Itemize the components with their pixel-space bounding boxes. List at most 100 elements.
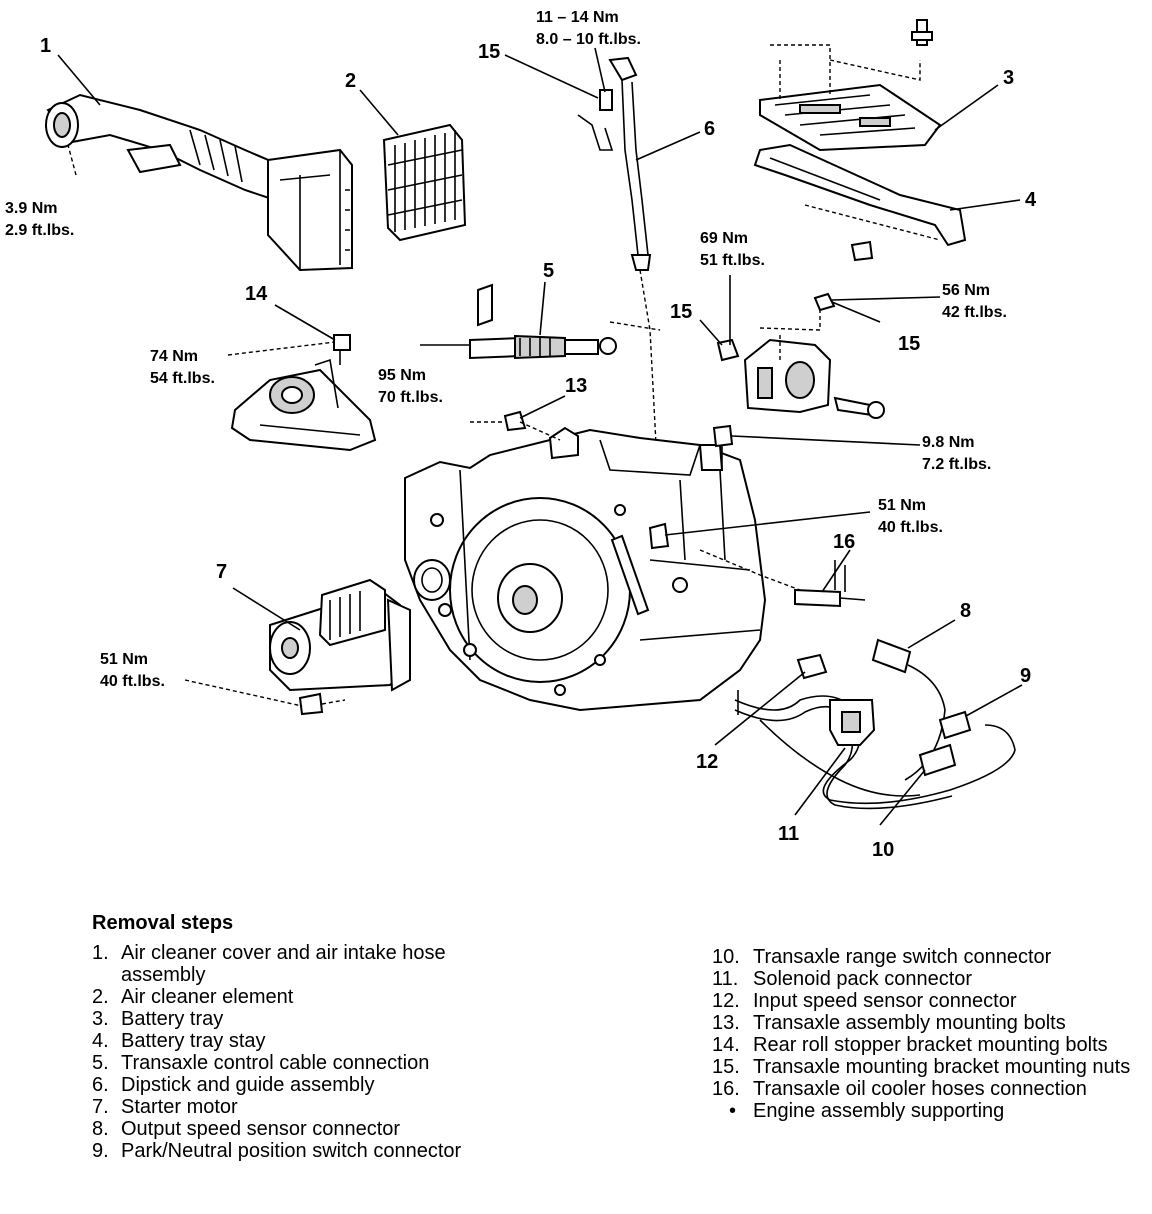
callout-12: 12: [696, 751, 718, 773]
step-number: 14.: [712, 1034, 740, 1056]
torque-9-ftlbs: 40 ft.lbs.: [100, 673, 165, 690]
callout-15a: 15: [478, 41, 500, 63]
step-row: 6. Dipstick and guide assembly: [92, 1074, 522, 1096]
torque-7-ftlbs: 7.2 ft.lbs.: [922, 456, 991, 473]
step-text: Battery tray: [121, 1008, 224, 1030]
callout-4: 4: [1025, 189, 1037, 211]
leader-lines: [57, 47, 1023, 826]
step-text: Transaxle mounting bracket mounting nuts: [753, 1056, 1131, 1078]
step-number: 1.: [92, 942, 109, 964]
step-row: 12. Input speed sensor connector: [712, 990, 1142, 1012]
part-air-cleaner-element: [382, 123, 467, 242]
callout-15b: 15: [670, 301, 692, 323]
step-row: 9. Park/Neutral position switch connector: [92, 1140, 522, 1162]
step-row: 13. Transaxle assembly mounting bolts: [712, 1012, 1142, 1034]
step-number: 2.: [92, 986, 109, 1008]
part-dipstick-guide: [577, 56, 661, 521]
callout-13: 13: [565, 375, 587, 397]
step-number: 11.: [712, 968, 739, 990]
step-row: 8. Output speed sensor connector: [92, 1118, 522, 1140]
step-number: 12.: [712, 990, 740, 1012]
step-row: 16.Transaxle oil cooler hoses connection: [712, 1078, 1142, 1100]
callout-5: 5: [543, 260, 554, 282]
part-mounting-bracket: [716, 292, 885, 419]
part-oil-cooler-hoses: [699, 549, 866, 608]
torque-3-nm: 69 Nm: [700, 230, 748, 247]
torque-4-nm: 56 Nm: [942, 282, 990, 299]
callout-11: 11: [778, 823, 799, 845]
torque-1-nm: 3.9 Nm: [5, 200, 57, 217]
callout-14: 14: [245, 283, 268, 305]
step-text: Air cleaner element: [121, 986, 294, 1008]
step-text: Solenoid pack connector: [753, 968, 973, 990]
part-air-intake-hose: [45, 93, 353, 272]
torque-2-nm: 11 – 14 Nm: [536, 9, 619, 26]
part-roll-stopper-bracket: [230, 334, 377, 452]
torque-7-nm: 9.8 Nm: [922, 434, 974, 451]
step-number: 3.: [92, 1008, 109, 1030]
part-mounting-bolt-13: [470, 410, 561, 441]
step-text: Output speed sensor connector: [121, 1118, 401, 1140]
step-text: Starter motor: [121, 1096, 238, 1118]
step-row: 3. Battery tray: [92, 1008, 522, 1030]
removal-steps-left: 1. Air cleaner cover and air intake hose …: [92, 942, 522, 1162]
step-row: 1. Air cleaner cover and air intake hose …: [92, 942, 522, 986]
callout-6: 6: [704, 118, 715, 140]
step-number: 16.: [712, 1078, 740, 1100]
step-text: Dipstick and guide assembly: [121, 1074, 375, 1096]
removal-steps-right: 10. Transaxle range switch connector 11. S…: [712, 946, 1142, 1122]
torque-2-ftlbs: 8.0 – 10 ft.lbs.: [536, 31, 641, 48]
callout-16: 16: [833, 531, 855, 553]
torque-4-ftlbs: 42 ft.lbs.: [942, 304, 1007, 321]
torque-3-ftlbs: 51 ft.lbs.: [700, 252, 765, 269]
callout-7: 7: [216, 561, 227, 583]
step-row: 2. Air cleaner element: [92, 986, 522, 1008]
torque-specs: 3.9 Nm 2.9 ft.lbs. 11 – 14 Nm 8.0 – 10 f…: [5, 9, 1007, 690]
step-text: Transaxle control cable connection: [121, 1052, 430, 1074]
part-battery-tray-stay: [753, 143, 967, 262]
step-number: 13.: [712, 1012, 740, 1034]
step-number: 15.: [712, 1056, 740, 1078]
torque-9-nm: 51 Nm: [100, 651, 148, 668]
callout-15c: 15: [898, 333, 920, 355]
bullet-icon: •: [728, 1100, 736, 1122]
callout-9: 9: [1020, 665, 1031, 687]
step-text: Transaxle range switch connector: [753, 946, 1052, 968]
step-number: 10.: [712, 946, 740, 968]
step-text: Battery tray stay: [121, 1030, 266, 1052]
step-row: • Engine assembly supporting: [712, 1100, 1142, 1122]
step-number: 7.: [92, 1096, 109, 1118]
torque-5-nm: 74 Nm: [150, 348, 198, 365]
part-wiring-harness: [734, 638, 1016, 810]
step-text: Park/Neutral position switch connector: [121, 1140, 462, 1162]
callout-3: 3: [1003, 67, 1014, 89]
step-number: 9.: [92, 1140, 109, 1162]
part-starter-motor: [269, 578, 411, 716]
transaxle-removal-diagram: 1 2 3 4 5 6 7 8 9 10 11 12 13 14 15 15 1…: [5, 9, 1037, 861]
torque-6-nm: 95 Nm: [378, 367, 426, 384]
torque-8-ftlbs: 40 ft.lbs.: [878, 519, 943, 536]
callout-1: 1: [40, 35, 51, 57]
step-text: Input speed sensor connector: [753, 990, 1017, 1012]
part-bolt-9-8: [712, 424, 734, 470]
step-number: 8.: [92, 1118, 109, 1140]
step-number: 6.: [92, 1074, 109, 1096]
step-row: 15. Transaxle mounting bracket mounting n…: [712, 1056, 1142, 1078]
callout-2: 2: [345, 70, 356, 92]
step-number: 5.: [92, 1052, 109, 1074]
part-battery-tray: [759, 19, 942, 152]
step-row: 10. Transaxle range switch connector: [712, 946, 1142, 968]
callout-10: 10: [872, 839, 894, 861]
part-transaxle-housing: [404, 426, 767, 712]
step-text: Engine assembly supporting: [753, 1100, 1005, 1122]
step-text: Transaxle assembly mounting bolts: [753, 1012, 1066, 1034]
callout-8: 8: [960, 600, 971, 622]
step-text: Rear roll stopper bracket mounting bolts: [753, 1034, 1108, 1056]
torque-6-ftlbs: 70 ft.lbs.: [378, 389, 443, 406]
part-sensor-51nm: [648, 522, 670, 550]
callout-labels: 1 2 3 4 5 6 7 8 9 10 11 12 13 14 15 15 1…: [40, 35, 1037, 861]
part-control-cable: [420, 283, 661, 360]
step-row: 7. Starter motor: [92, 1096, 522, 1118]
step-text: Air cleaner cover and air intake hose as…: [121, 942, 446, 986]
step-number: 4.: [92, 1030, 109, 1052]
